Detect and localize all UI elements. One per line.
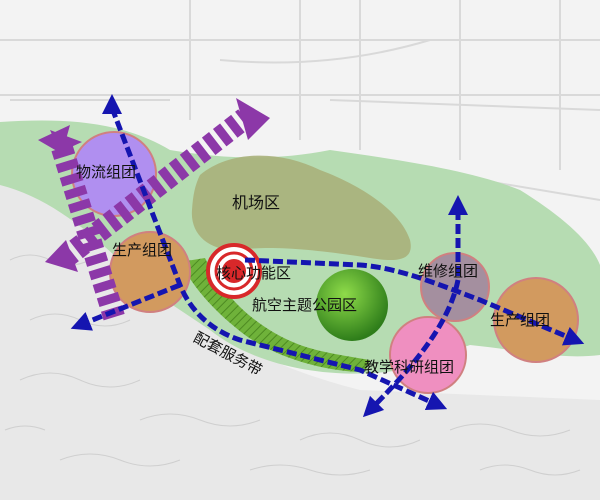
production-cluster-east-label: 生产组团 [490,311,551,329]
core-function-zone-label: 核心功能区 [216,264,292,282]
maintenance-cluster-label: 维修组团 [418,262,479,280]
airport-zone-label: 机场区 [232,193,281,212]
production-cluster-east [493,277,579,363]
aviation-theme-park-label: 航空主题公园区 [252,296,358,314]
logistics-cluster-label: 物流组团 [76,163,137,181]
production-cluster-west-label: 生产组团 [112,241,173,259]
education-research-cluster [389,316,467,394]
education-research-cluster-label: 教学科研组团 [364,358,455,376]
purple-axes [38,98,270,324]
blue-axes [70,94,585,418]
aviation-theme-park [316,269,388,341]
airport-zone [191,155,411,261]
